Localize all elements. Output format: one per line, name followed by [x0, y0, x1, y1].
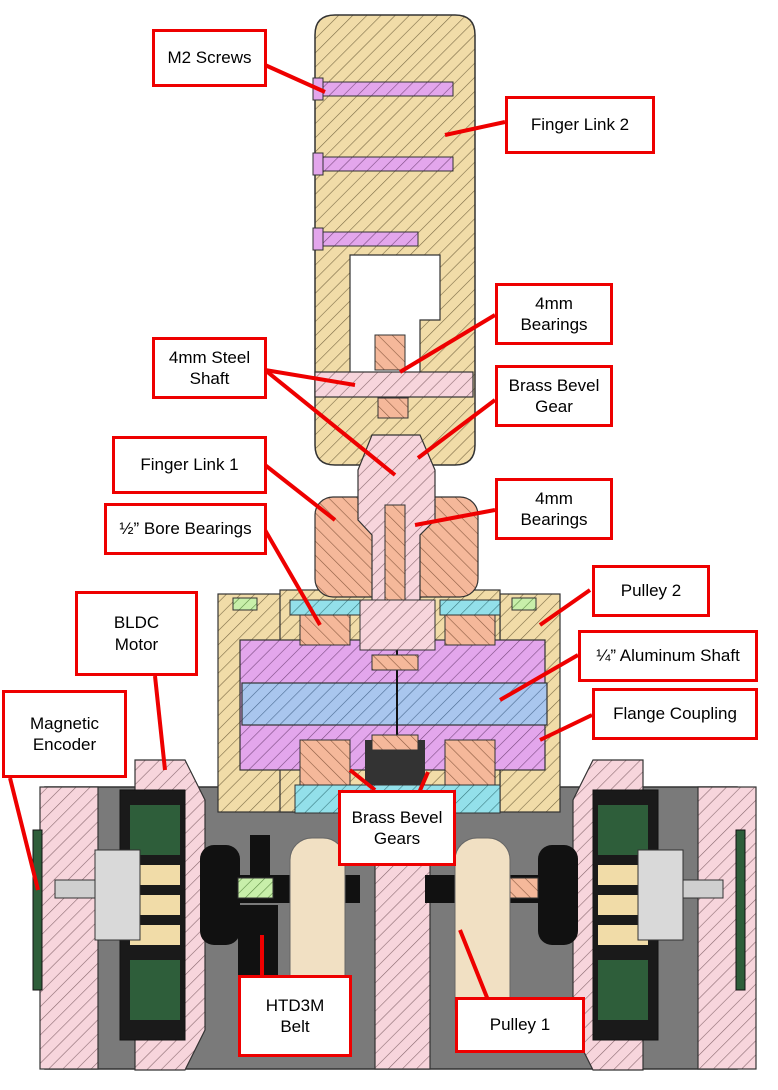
bldc-motor-right [538, 759, 684, 1071]
label-4mm-bearings-top: 4mm Bearings [495, 283, 613, 345]
bldc-motor-left [94, 759, 240, 1071]
label-flange-coupling: Flange Coupling [592, 688, 758, 740]
label-bldc-motor: BLDC Motor [75, 591, 198, 676]
callout-lines [8, 63, 593, 1001]
label-pulley-2: Pulley 2 [592, 565, 710, 617]
label-pulley-1: Pulley 1 [455, 997, 585, 1053]
label-magnetic-encoder: Magnetic Encoder [2, 690, 127, 778]
label-brass-bevel-gears: Brass Bevel Gears [338, 790, 456, 866]
label-htd3m-belt: HTD3M Belt [238, 975, 352, 1057]
lower-bevel-gears [365, 654, 425, 785]
label-4mm-steel-shaft: 4mm Steel Shaft [152, 337, 267, 399]
label-bore-bearings: ½” Bore Bearings [104, 503, 267, 555]
label-finger-link-2: Finger Link 2 [505, 96, 655, 154]
label-aluminum-shaft: ¼” Aluminum Shaft [578, 630, 758, 682]
end-plates [39, 786, 757, 1070]
label-4mm-bearings-mid: 4mm Bearings [495, 478, 613, 540]
label-m2-screws: M2 Screws [152, 29, 267, 87]
aluminum-shaft [241, 645, 548, 770]
label-brass-bevel-gear: Brass Bevel Gear [495, 365, 613, 427]
label-finger-link-1: Finger Link 1 [112, 436, 267, 494]
steel-shaft-assembly [314, 334, 474, 651]
